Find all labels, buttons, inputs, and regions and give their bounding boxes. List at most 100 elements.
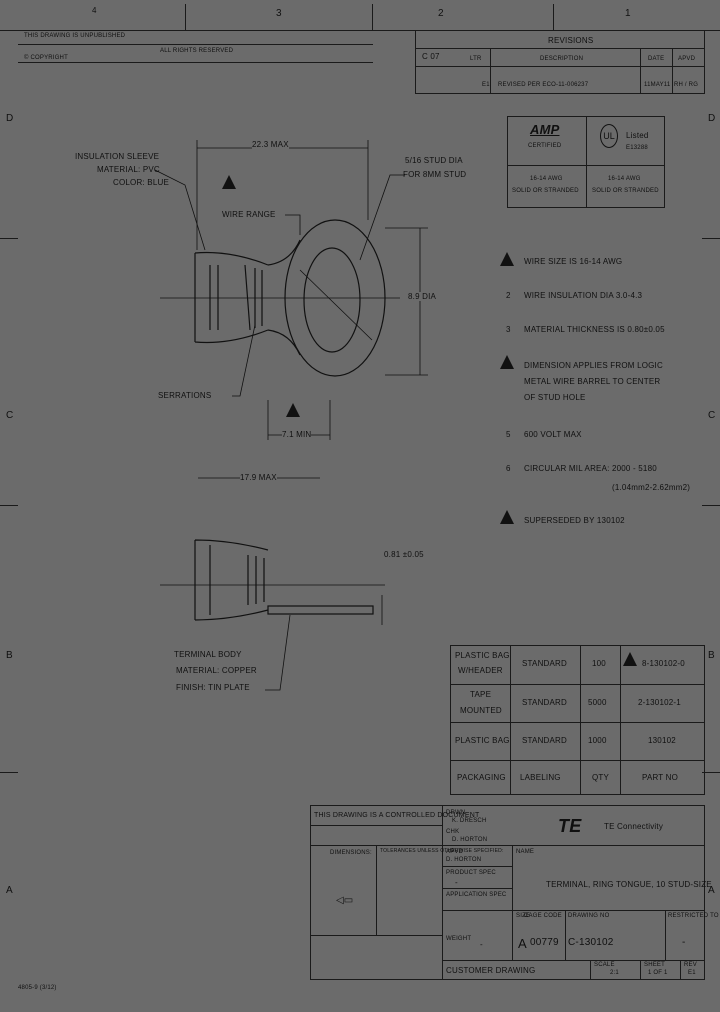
pkg-row2-c1a: TAPE xyxy=(470,690,492,699)
pkg-row2-c4: 2-130102-1 xyxy=(638,698,681,707)
zone-label-c: C xyxy=(6,410,14,421)
pkg-header-packaging: PACKAGING xyxy=(457,773,506,782)
note-3: MATERIAL THICKNESS IS 0.80±0.05 xyxy=(524,325,665,334)
rev-row-desc: REVISED PER ECO-11-006237 xyxy=(498,82,589,88)
rev-row-date: 11MAY11 xyxy=(644,82,671,88)
note-flag-icon xyxy=(500,355,514,369)
drawing-title: TERMINAL, RING TONGUE, 10 STUD-SIZE xyxy=(546,880,712,889)
te-logo: TE xyxy=(558,816,582,836)
note-2-num: 2 xyxy=(506,291,511,300)
min-label: 7.1 MIN xyxy=(282,430,312,439)
side-tick xyxy=(702,772,720,773)
side-view-tongue xyxy=(267,605,374,615)
restricted-label: RESTRICTED TO xyxy=(668,913,719,919)
zone-divider xyxy=(372,4,373,30)
tb-line xyxy=(442,888,512,889)
rev-row-apvd: RH / RG xyxy=(674,82,699,88)
note-5: 600 VOLT MAX xyxy=(524,430,582,439)
pkg-row3-c3: 1000 xyxy=(588,736,607,745)
body-label-3: FINISH: TIN PLATE xyxy=(176,683,250,692)
appvd-label: APVD xyxy=(446,849,464,855)
ul-file: E13288 xyxy=(626,145,648,151)
note-6: CIRCULAR MIL AREA: 2000 - 5180 xyxy=(524,464,657,473)
cert-right-line1: 16-14 AWG xyxy=(608,176,641,182)
rev-line xyxy=(640,48,641,94)
dims-label: DIMENSIONS: xyxy=(330,850,372,856)
side-tick xyxy=(702,238,720,239)
revisions-title: REVISIONS xyxy=(548,36,594,45)
stud-label-1: 5/16 STUD DIA xyxy=(405,156,463,165)
weight-label: WEIGHT xyxy=(446,936,472,942)
pkg-row1-c1b: W/HEADER xyxy=(458,666,503,675)
zone-label-d: D xyxy=(6,113,14,124)
sheet-label: SHEET xyxy=(644,962,666,968)
tb-line xyxy=(442,910,705,911)
wire-range-label: WIRE RANGE xyxy=(222,210,276,219)
product-spec: PRODUCT SPEC xyxy=(446,870,496,876)
spec-dash: - xyxy=(455,878,458,887)
form-number: 4805-9 (3/12) xyxy=(18,985,57,991)
zone-label-c-right: C xyxy=(708,410,716,421)
tb-line xyxy=(665,910,666,960)
note-4-line2: METAL WIRE BARREL TO CENTER xyxy=(524,377,661,386)
cert-line xyxy=(586,116,587,208)
tb-line xyxy=(310,825,442,826)
rev-line xyxy=(672,48,673,94)
dia-label: 8.9 DIA xyxy=(408,292,437,301)
name-label: NAME xyxy=(516,849,535,855)
drawing-no-label: DRAWING NO xyxy=(568,913,610,919)
thickness-label: 0.81 ±0.05 xyxy=(384,550,424,559)
tb-line xyxy=(442,866,512,867)
rev-label: REV xyxy=(684,962,697,968)
header-line xyxy=(18,62,373,63)
pkg-row3-c4: 130102 xyxy=(648,736,676,745)
restricted-value: - xyxy=(682,937,686,948)
note-5-num: 5 xyxy=(506,430,511,439)
serrations-label: SERRATIONS xyxy=(158,391,212,400)
side-tick xyxy=(0,772,18,773)
stud-hole xyxy=(303,247,361,353)
application-spec: APPLICATION SPEC xyxy=(446,892,507,898)
zone-label-2: 2 xyxy=(438,8,444,19)
side-view-terminal xyxy=(194,539,269,621)
cage-label: CAGE CODE xyxy=(524,913,562,919)
tb-line xyxy=(512,845,513,910)
rev-letters: C 07 xyxy=(422,52,440,61)
note-7: SUPERSEDED BY 130102 xyxy=(524,516,625,525)
zone-label-d-right: D xyxy=(708,113,716,124)
drwn-name: K. DRESCH xyxy=(452,818,487,824)
note-flag-icon xyxy=(222,175,236,189)
sheet-value: 1 OF 1 xyxy=(648,970,668,976)
tb-line xyxy=(442,960,705,961)
pkg-row2-c3: 5000 xyxy=(588,698,607,707)
top-border xyxy=(0,30,720,31)
amp-certified: CERTIFIED xyxy=(528,143,562,149)
tb-line xyxy=(310,845,705,846)
barrel-outline xyxy=(267,239,301,356)
pkg-line xyxy=(450,760,705,761)
rev-line xyxy=(415,66,705,67)
pkg-row2-c1b: MOUNTED xyxy=(460,706,502,715)
pkg-row1-c4: 8-130102-0 xyxy=(642,659,685,668)
note-6-mm: (1.04mm2-2.62mm2) xyxy=(612,483,691,492)
chk-name: D. HORTON xyxy=(452,837,488,843)
rev-col-ltr: LTR xyxy=(470,56,482,62)
side-tick xyxy=(702,505,720,506)
rev-col-date: DATE xyxy=(648,56,665,62)
size-label: SIZE xyxy=(516,913,531,919)
pkg-row3-c2: STANDARD xyxy=(522,736,568,745)
rev-value: E1 xyxy=(688,970,696,976)
note-flag-icon xyxy=(623,652,637,666)
te-connectivity: TE Connectivity xyxy=(604,822,664,831)
rev-row-ltr: E1 xyxy=(482,82,490,88)
note-flag-icon xyxy=(500,510,514,524)
note-flag-icon xyxy=(500,252,514,266)
tb-line xyxy=(442,805,443,980)
cage-code: 00779 xyxy=(530,937,559,948)
drawing-number: C-130102 xyxy=(568,937,614,948)
pkg-line xyxy=(510,645,511,795)
zone-divider xyxy=(185,4,186,30)
pkg-row3-c1a: PLASTIC BAG xyxy=(455,736,510,745)
ul-logo-icon: UL xyxy=(600,124,618,148)
side-tick xyxy=(0,238,18,239)
